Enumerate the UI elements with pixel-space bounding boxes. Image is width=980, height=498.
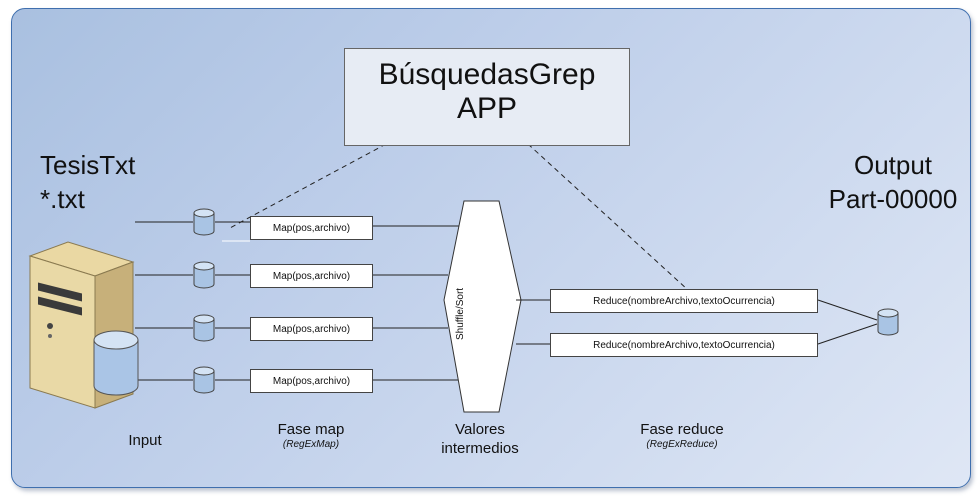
map-box-2: Map(pos,archivo)	[250, 264, 373, 288]
caption-map-class: (RegExMap)	[282, 439, 340, 450]
output-file: Part-00000	[828, 184, 958, 214]
app-title: BúsquedasGrep	[378, 58, 596, 91]
caption-intermediate-line1: Valores	[455, 421, 505, 438]
map-box-4: Map(pos,archivo)	[250, 369, 373, 393]
reduce-box-1: Reduce(nombreArchivo,textoOcurrencia)	[550, 289, 818, 313]
server-database-icon	[93, 330, 139, 396]
app-box: BúsquedasGrep APP	[344, 48, 630, 146]
reduce-box-2: Reduce(nombreArchivo,textoOcurrencia)	[550, 333, 818, 357]
output-title: Output	[853, 150, 933, 180]
dashed-line-to-reduce	[527, 143, 689, 291]
input-split-icon	[193, 261, 215, 289]
input-split-icon	[193, 366, 215, 394]
caption-reduce-class: (RegExReduce)	[646, 439, 718, 450]
caption-map: Fase map (RegExMap)	[252, 420, 370, 450]
caption-reduce: Fase reduce (RegExReduce)	[612, 420, 752, 450]
input-split-icon	[193, 314, 215, 342]
caption-input: Input	[128, 432, 162, 449]
input-source-label: TesisTxt *.txt	[40, 148, 135, 216]
caption-map-phase: Fase map	[277, 421, 345, 438]
caption-reduce-phase: Fase reduce	[640, 421, 724, 438]
map-box-3: Map(pos,archivo)	[250, 317, 373, 341]
input-source-pattern: *.txt	[40, 184, 85, 214]
app-subtitle: APP	[456, 92, 518, 125]
output-label: Output Part-00000	[818, 148, 968, 216]
input-source-name: TesisTxt	[40, 150, 136, 180]
shuffle-sort-label: Shuffle/Sort	[455, 287, 466, 340]
input-split-icon	[193, 208, 215, 236]
caption-intermediate: Valores intermedios	[420, 420, 540, 458]
map-box-1: Map(pos,archivo)	[250, 216, 373, 240]
caption-intermediate-line2: intermedios	[441, 440, 519, 457]
shuffle-sort-node	[443, 200, 522, 413]
dashed-line-to-map	[227, 143, 387, 230]
output-database-icon	[877, 308, 899, 336]
